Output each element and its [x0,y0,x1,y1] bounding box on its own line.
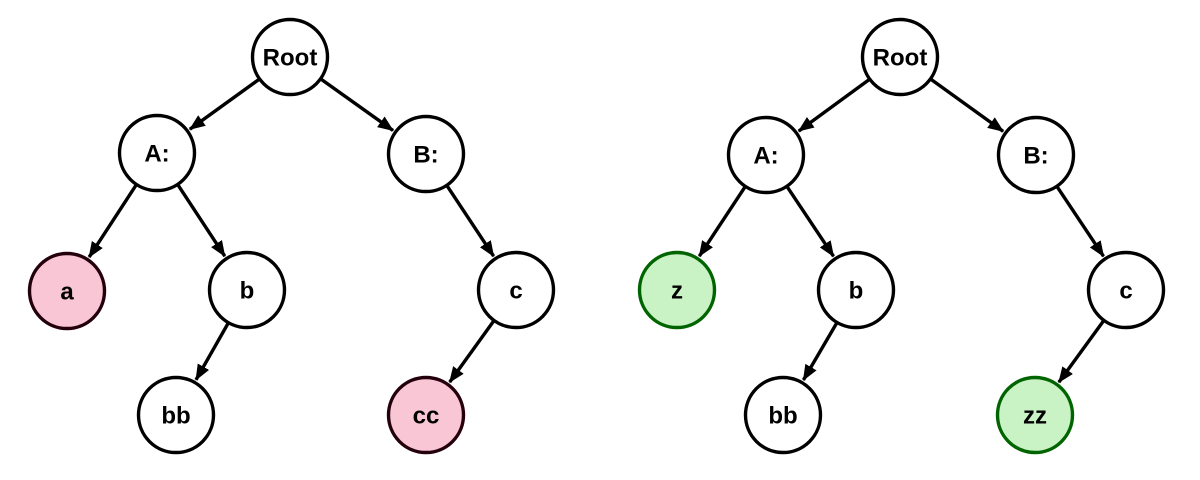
edge-A-to-a [87,184,138,259]
node-right-tree-zz: zz [995,375,1075,455]
node-circle-b [207,250,287,330]
edge-root-to-A [188,78,260,131]
node-circle-b [816,250,896,330]
edge-A-to-z [697,186,747,258]
node-circle-A [726,115,806,195]
node-label-a: a [60,278,74,305]
node-circle-A [117,113,197,193]
node-left-tree-B: B: [386,114,466,194]
node-circle-root [860,17,940,97]
node-circle-bb [743,375,823,455]
node-left-tree-root: Root [250,17,330,97]
edge-B-to-c [1055,186,1105,258]
node-circle-zz-highlighted [995,375,1075,455]
node-circle-c [1086,250,1166,330]
node-label-A: A: [753,142,778,169]
node-label-bb: bb [161,402,190,429]
node-label-cc: cc [413,402,440,429]
node-label-bb: bb [768,402,797,429]
node-label-b: b [849,277,864,304]
node-label-c: c [509,277,522,304]
edge-A-to-b [176,184,227,258]
node-circle-root [250,17,330,97]
node-right-tree-root: Root [860,17,940,97]
node-left-tree-bb: bb [136,375,216,455]
edge-root-to-A [797,78,870,133]
node-label-A: A: [144,140,169,167]
edge-root-to-B [320,77,395,132]
node-label-root: Root [263,44,318,71]
edge-b-to-bb [801,322,839,381]
node-right-tree-bb: bb [743,375,823,455]
node-circle-B [386,114,466,194]
edge-b-to-bb [194,322,230,381]
node-label-z: z [671,277,683,304]
node-right-tree-B: B: [996,115,1076,195]
node-right-tree-b: b [816,250,896,330]
edge-B-to-c [445,185,496,258]
node-circle-B [996,115,1076,195]
node-right-tree-z: z [637,250,717,330]
node-circle-bb [136,375,216,455]
node-circle-z-highlighted [637,250,717,330]
node-right-tree-c: c [1086,250,1166,330]
node-label-c: c [1119,277,1132,304]
node-left-tree-cc: cc [386,375,466,455]
node-circle-c [476,250,556,330]
edge-c-to-zz [1057,320,1105,384]
node-circle-cc-highlighted [386,375,466,455]
node-circle-a-highlighted [27,251,107,331]
node-left-tree-b: b [207,250,287,330]
edge-root-to-B [930,78,1005,133]
node-left-tree-a: a [27,251,107,331]
node-label-root: Root [873,44,928,71]
node-label-b: b [240,277,255,304]
node-label-B: B: [1023,142,1048,169]
node-label-B: B: [413,141,438,168]
node-left-tree-c: c [476,250,556,330]
node-label-zz: zz [1023,402,1047,429]
edge-A-to-b [785,186,835,258]
node-left-tree-A: A: [117,113,197,193]
node-right-tree-A: A: [726,115,806,195]
edge-c-to-cc [448,320,495,384]
